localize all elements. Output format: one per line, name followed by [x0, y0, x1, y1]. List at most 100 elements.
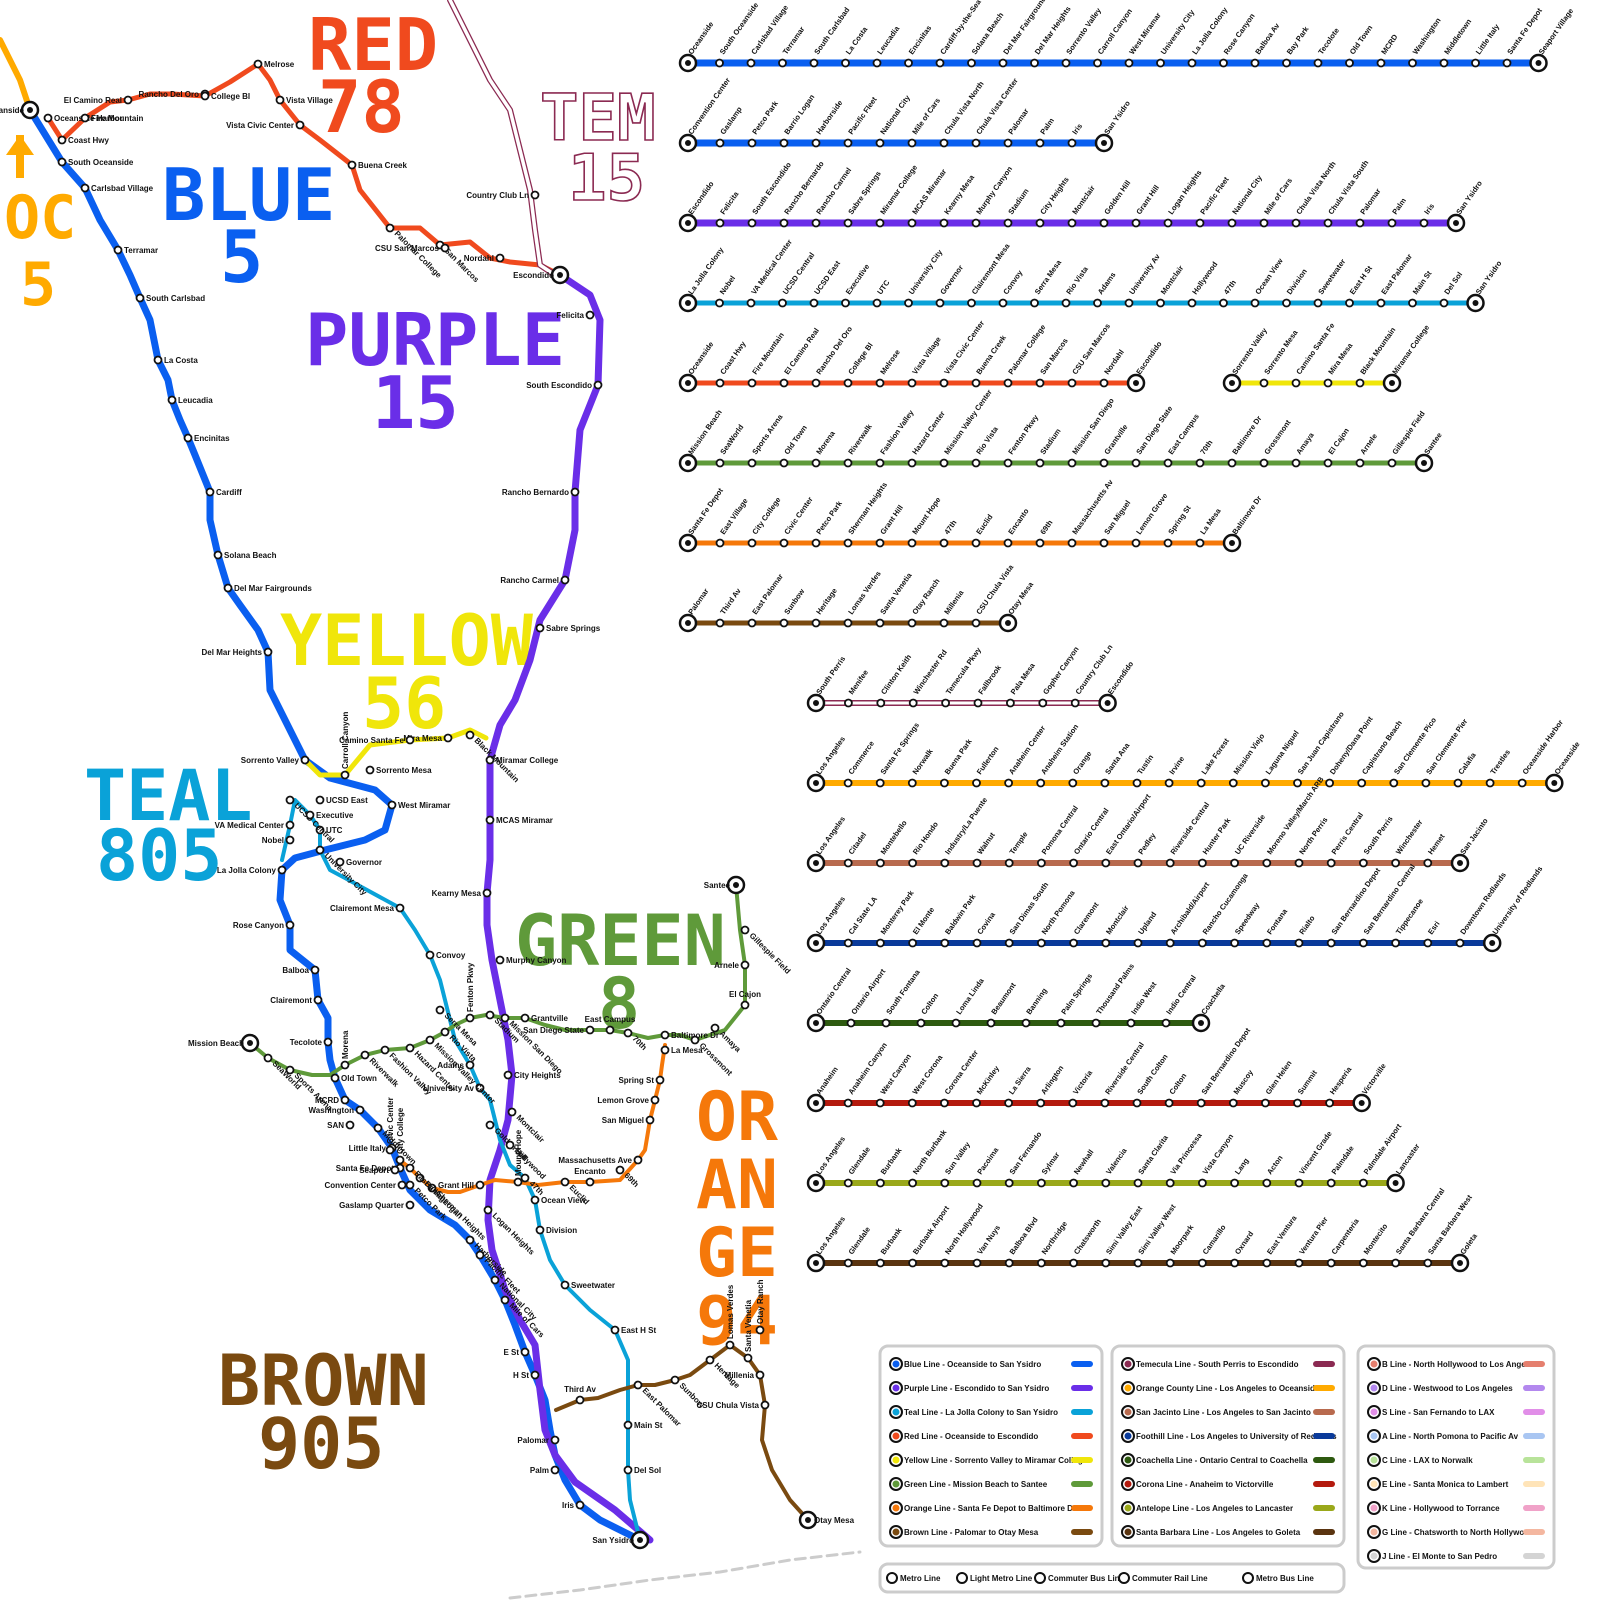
station-marker[interactable] [1261, 220, 1268, 227]
station-marker[interactable] [1102, 940, 1109, 947]
station-marker[interactable] [1039, 700, 1046, 707]
station-marker[interactable] [1230, 780, 1237, 787]
station-marker[interactable] [1220, 300, 1227, 307]
station-marker[interactable] [1346, 300, 1353, 307]
station-marker[interactable] [1197, 460, 1204, 467]
station-marker[interactable] [974, 940, 981, 947]
station-marker[interactable] [1126, 60, 1133, 67]
legend-type-item[interactable]: Commuter Rail Line [1119, 1573, 1208, 1583]
station-marker[interactable] [1005, 1100, 1012, 1107]
station-marker[interactable] [1378, 60, 1385, 67]
station-marker[interactable] [1007, 700, 1014, 707]
station-marker[interactable] [717, 620, 724, 627]
station-marker[interactable] [1296, 1180, 1303, 1187]
station-marker[interactable] [617, 1167, 624, 1174]
station-marker[interactable] [502, 1297, 509, 1304]
station-marker[interactable] [762, 1402, 769, 1409]
station-marker[interactable] [387, 1147, 394, 1154]
station-marker[interactable] [717, 220, 724, 227]
station-marker[interactable] [312, 967, 319, 974]
station-marker[interactable] [749, 140, 756, 147]
station-marker[interactable] [781, 380, 788, 387]
legend-item[interactable]: Orange County Line - Los Angeles to Ocea… [1122, 1382, 1332, 1394]
station-marker[interactable] [307, 812, 314, 819]
station-marker[interactable] [941, 620, 948, 627]
station-marker[interactable] [1038, 940, 1045, 947]
station-marker[interactable] [375, 1125, 382, 1132]
station-marker[interactable] [973, 1100, 980, 1107]
station-marker[interactable] [1038, 1180, 1045, 1187]
station-marker[interactable] [265, 1055, 272, 1062]
station-marker[interactable] [362, 1052, 369, 1059]
station-marker[interactable] [287, 797, 294, 804]
station-marker[interactable] [1006, 1180, 1013, 1187]
station-marker[interactable] [1421, 220, 1428, 227]
station-marker[interactable] [1069, 220, 1076, 227]
station-marker[interactable] [1261, 380, 1268, 387]
station-marker[interactable] [1315, 60, 1322, 67]
station-marker[interactable] [1093, 1020, 1100, 1027]
station-marker[interactable] [1069, 780, 1076, 787]
station-marker[interactable] [279, 867, 286, 874]
station-marker[interactable] [407, 1202, 414, 1209]
station-marker[interactable] [552, 1437, 559, 1444]
station-marker[interactable] [445, 735, 452, 742]
station-marker[interactable] [287, 822, 294, 829]
station-marker[interactable] [973, 620, 980, 627]
station-marker[interactable] [941, 540, 948, 547]
station-marker[interactable] [325, 1039, 332, 1046]
station-marker[interactable] [757, 1372, 764, 1379]
station-marker[interactable] [1069, 140, 1076, 147]
station-marker[interactable] [909, 860, 916, 867]
station-marker[interactable] [1070, 940, 1077, 947]
legend-item[interactable]: Foothill Line - Los Angeles to Universit… [1122, 1430, 1337, 1442]
station-marker[interactable] [877, 780, 884, 787]
station-marker[interactable] [1325, 220, 1332, 227]
station-marker[interactable] [302, 757, 309, 764]
station-marker[interactable] [845, 940, 852, 947]
station-marker[interactable] [577, 1502, 584, 1509]
station-marker[interactable] [552, 1467, 559, 1474]
station-marker[interactable] [874, 60, 881, 67]
station-marker[interactable] [1357, 380, 1364, 387]
station-marker[interactable] [845, 140, 852, 147]
station-marker[interactable] [1133, 220, 1140, 227]
station-marker[interactable] [909, 540, 916, 547]
station-marker[interactable] [532, 192, 539, 199]
station-marker[interactable] [813, 460, 820, 467]
station-marker[interactable] [941, 1180, 948, 1187]
station-marker[interactable] [1126, 300, 1133, 307]
station-marker[interactable] [1038, 1260, 1045, 1267]
station-marker[interactable] [427, 1037, 434, 1044]
station-marker[interactable] [1102, 860, 1109, 867]
station-marker[interactable] [1392, 1260, 1399, 1267]
station-marker[interactable] [973, 780, 980, 787]
station-marker[interactable] [1231, 860, 1238, 867]
station-marker[interactable] [845, 380, 852, 387]
station-marker[interactable] [1101, 220, 1108, 227]
station-marker[interactable] [427, 952, 434, 959]
station-marker[interactable] [941, 780, 948, 787]
station-marker[interactable] [1037, 1100, 1044, 1107]
station-marker[interactable] [317, 847, 324, 854]
station-marker[interactable] [1069, 1100, 1076, 1107]
station-marker[interactable] [1023, 1020, 1030, 1027]
station-marker[interactable] [877, 460, 884, 467]
station-marker[interactable] [910, 700, 917, 707]
station-marker[interactable] [941, 860, 948, 867]
station-marker[interactable] [1005, 220, 1012, 227]
station-marker[interactable] [1231, 940, 1238, 947]
station-marker[interactable] [1198, 780, 1205, 787]
station-marker[interactable] [1519, 780, 1526, 787]
station-marker[interactable] [845, 620, 852, 627]
station-marker[interactable] [137, 295, 144, 302]
station-marker[interactable] [937, 60, 944, 67]
station-marker[interactable] [505, 1072, 512, 1079]
station-marker[interactable] [407, 1165, 414, 1172]
station-marker[interactable] [779, 60, 786, 67]
station-marker[interactable] [988, 1020, 995, 1027]
station-marker[interactable] [467, 732, 474, 739]
station-marker[interactable] [1360, 1180, 1367, 1187]
station-marker[interactable] [215, 552, 222, 559]
station-marker[interactable] [845, 460, 852, 467]
